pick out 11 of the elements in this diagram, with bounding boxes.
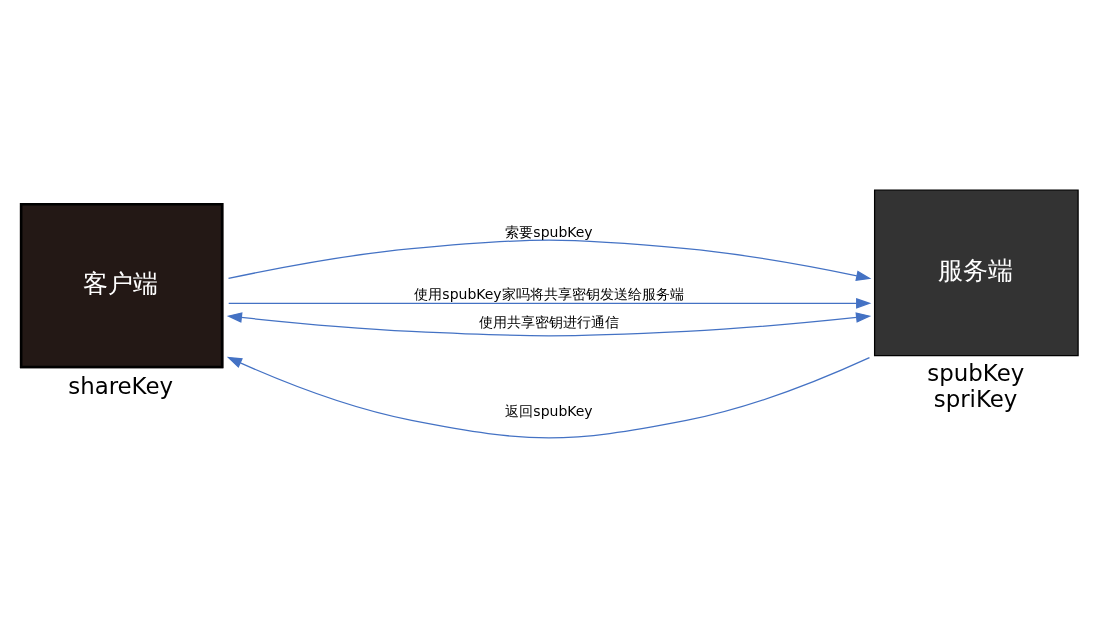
edge-label: 返回spubKey: [505, 402, 593, 419]
node-label: shareKey: [68, 372, 174, 399]
edge-label: 使用共享密钥进行通信: [479, 313, 619, 330]
arrow: [226, 356, 871, 439]
node-label: spriKey: [933, 385, 1018, 412]
arrow: [226, 311, 872, 336]
edge-label: 使用spubKey家吗将共享密钥发送给服务端: [414, 285, 684, 302]
node-label: spubKey: [927, 359, 1025, 386]
arrow: [228, 297, 872, 309]
edge-label: 索要spubKey: [505, 223, 593, 240]
arrow: [227, 239, 872, 281]
